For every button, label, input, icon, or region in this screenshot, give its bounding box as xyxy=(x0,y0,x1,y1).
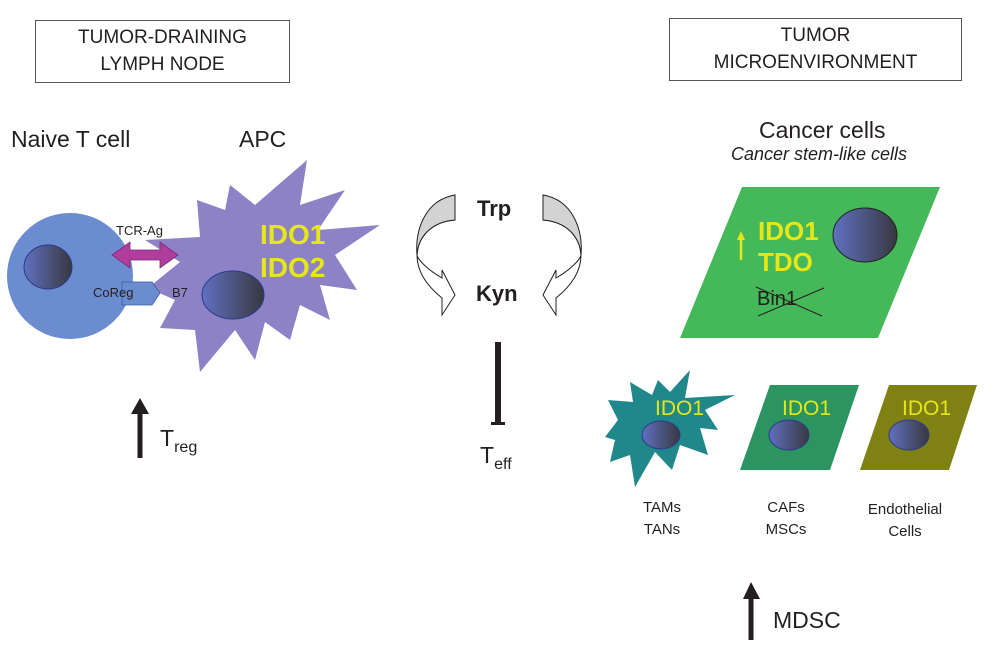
tam-enzyme: IDO1 xyxy=(655,397,705,420)
tcr-ag-double-arrow xyxy=(111,241,179,269)
trp-label: Trp xyxy=(477,196,512,221)
cancer-cells-label: Cancer cells xyxy=(759,117,886,143)
coreg-receptor xyxy=(121,281,161,306)
tam-nucleus xyxy=(641,420,681,450)
b7-label: B7 xyxy=(172,285,188,300)
apc-enzyme-ido2: IDO2 xyxy=(260,252,326,283)
header-tumor-microenvironment: TUMOR MICROENVIRONMENT xyxy=(669,18,962,81)
header-line-2: LYMPH NODE xyxy=(100,54,225,75)
cancer-enzyme-arrowhead xyxy=(737,231,745,240)
apc-label: APC xyxy=(239,126,287,152)
caf-label: CAFs MSCs xyxy=(756,497,816,541)
tcr-ag-label: TCR-Ag xyxy=(116,223,163,238)
caf-label-line-1: CAFs xyxy=(767,499,805,516)
trp-kyn-right-arrow xyxy=(542,194,582,317)
bin1-label: Bin1 xyxy=(757,288,798,310)
trp-kyn-left-arrow xyxy=(416,194,456,317)
treg-label: Treg xyxy=(160,425,197,456)
cancer-cell-nucleus xyxy=(832,207,898,263)
teff-label: Teff xyxy=(480,442,512,473)
tam-label-line-1: TAMs xyxy=(642,499,682,516)
endothelial-label-line-1: Endothelial xyxy=(867,501,943,518)
endothelial-enzyme: IDO1 xyxy=(902,397,952,420)
header-line-1: TUMOR xyxy=(780,25,851,46)
caf-label-line-2: MSCs xyxy=(765,521,807,538)
cancer-enzyme-tdo: TDO xyxy=(758,247,813,277)
tam-label: TAMs TANs xyxy=(632,497,692,541)
treg-sub: reg xyxy=(174,437,198,456)
teff-main: T xyxy=(480,442,495,468)
caf-enzyme: IDO1 xyxy=(782,397,832,420)
header-line-2: MICROENVIRONMENT xyxy=(713,52,918,73)
cancer-stem-like-label: Cancer stem-like cells xyxy=(731,144,908,164)
bin1-cross-line-2 xyxy=(757,287,825,317)
t-cell-nucleus xyxy=(23,244,73,290)
endothelial-nucleus xyxy=(888,419,930,451)
apc-cell xyxy=(145,160,380,372)
header-tumor-draining-lymph-node: TUMOR-DRAINING LYMPH NODE xyxy=(35,20,290,83)
naive-t-cell-label: Naive T cell xyxy=(11,126,131,152)
endothelial-label-line-2: Cells xyxy=(888,523,922,540)
treg-main: T xyxy=(160,425,175,451)
apc-enzymes: IDO1 IDO2 xyxy=(260,218,325,284)
treg-arrowhead xyxy=(131,398,149,414)
teff-inhibition-bar xyxy=(495,342,501,424)
coreg-label: CoReg xyxy=(93,285,134,300)
apc-enzyme-ido1: IDO1 xyxy=(260,219,326,250)
apc-nucleus xyxy=(201,270,265,320)
tam-label-line-2: TANs xyxy=(643,521,681,538)
teff-sub: eff xyxy=(494,454,512,473)
teff-inhibition-foot xyxy=(491,422,505,425)
kyn-label: Kyn xyxy=(476,281,518,306)
mdsc-arrowhead xyxy=(743,582,760,599)
bin1-cross-line-1 xyxy=(755,286,823,317)
caf-nucleus xyxy=(768,419,810,451)
cancer-enzyme-ido1: IDO1 xyxy=(758,216,819,246)
endothelial-label: Endothelial Cells xyxy=(855,499,955,543)
cancer-enzymes: IDO1 TDO xyxy=(758,216,819,278)
mdsc-label: MDSC xyxy=(773,607,841,633)
header-line-1: TUMOR-DRAINING xyxy=(78,27,247,48)
